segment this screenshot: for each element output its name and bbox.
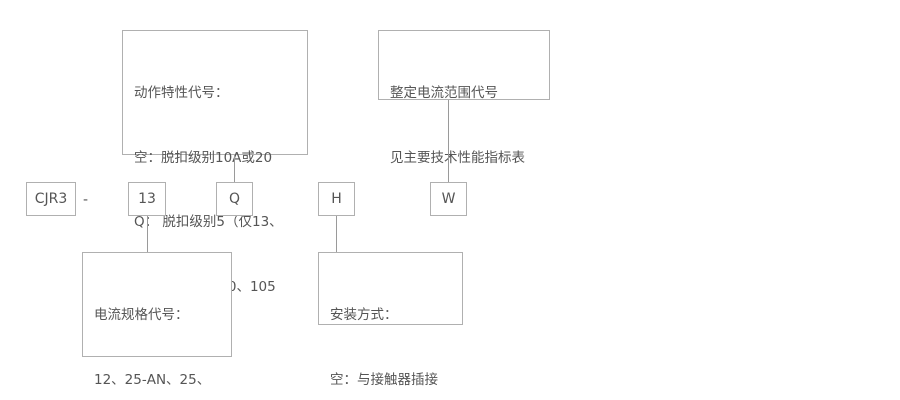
note-line: 12、25-AN、25、 xyxy=(94,371,211,388)
mounting-method-code-label: H xyxy=(331,191,342,207)
setting-current-range-code-box: W xyxy=(430,182,467,216)
action-characteristic-note: 动作特性代号： 空：脱扣级别10A或20 Q： 脱扣级别5（仅13、 25-AN… xyxy=(122,30,308,359)
note-line: 动作特性代号： xyxy=(134,85,229,101)
note-line: 空：脱扣级别10A或20 xyxy=(134,149,273,166)
note-line: 见主要技术性能指标表 xyxy=(390,149,525,166)
mounting-method-code-box: H xyxy=(318,182,355,216)
setting-current-range-code-label: W xyxy=(441,191,456,207)
note-line: 安装方式： xyxy=(330,307,398,323)
action-characteristic-code-box: Q xyxy=(216,182,253,216)
series-code-label: CJR3 xyxy=(34,191,68,207)
series-code-box: CJR3 xyxy=(26,182,76,216)
current-rating-code-label: 13 xyxy=(138,191,156,207)
action-characteristic-code-label: Q xyxy=(228,191,241,207)
connector-h-to-mounting xyxy=(336,216,337,252)
note-line: 空：与接触器插接 xyxy=(330,371,438,388)
current-rating-note: 电流规格代号： 12、25-AN、25、 50、105B、105、 160B、1… xyxy=(82,252,232,388)
setting-current-range-note: 整定电流范围代号 见主要技术性能指标表 xyxy=(378,30,550,166)
mounting-method-note: 安装方式： 空：与接触器插接 H 独立安装 xyxy=(318,252,463,388)
current-rating-code-box: 13 xyxy=(128,182,166,216)
note-line: Q： 脱扣级别5（仅13、 xyxy=(134,214,283,230)
connector-setting-to-w xyxy=(448,100,449,182)
note-line: 整定电流范围代号 xyxy=(390,85,498,101)
separator-dash: - xyxy=(83,192,89,208)
connector-13-to-current-rating xyxy=(147,216,148,252)
connector-action-to-q xyxy=(234,155,235,182)
note-line: 电流规格代号： xyxy=(94,307,189,323)
